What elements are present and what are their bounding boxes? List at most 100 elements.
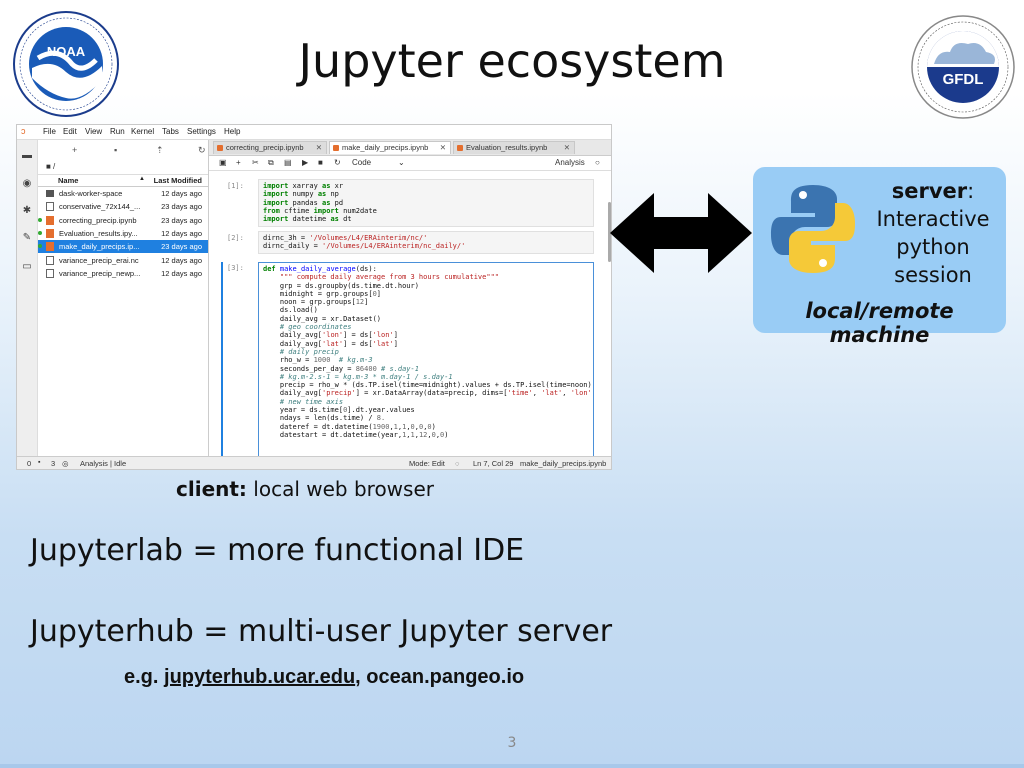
notebook-icon [457, 145, 463, 151]
slide-title: Jupyter ecosystem [298, 34, 726, 88]
menu-file[interactable]: File [43, 127, 56, 136]
noaa-logo: NOAA [13, 11, 119, 117]
menu-view[interactable]: View [85, 127, 103, 136]
bullet-jupyterlab: Jupyterlab = more functional IDE [30, 533, 525, 568]
menu-kernel[interactable]: Kernel [131, 127, 155, 136]
palette-icon[interactable]: ✱ [22, 205, 32, 216]
new-folder-icon[interactable]: ▪ [114, 145, 118, 155]
file-name: variance_precip_erai.nc [59, 255, 139, 265]
file-modified: 12 days ago [161, 268, 202, 278]
server-description: Interactive python session [876, 207, 990, 287]
gfdl-logo-text: GFDL [943, 71, 984, 88]
status-count-a: 0 [27, 459, 32, 468]
notebook-toolbar: ▣ + ✂ ⧉ ▤ ▶ ■ ↻ Code ⌄ Analysis ○ [209, 156, 611, 171]
menu-tabs[interactable]: Tabs [162, 127, 179, 136]
save-icon[interactable]: ▣ [219, 158, 227, 167]
cursor-position[interactable]: Ln 7, Col 29 [473, 459, 514, 468]
terminal-icon: ▪ [38, 459, 41, 466]
menu-bar: ↄ File Edit View Run Kernel Tabs Setting… [17, 125, 611, 140]
notebook-icon [333, 145, 339, 151]
kernel-name[interactable]: Analysis [555, 158, 585, 167]
file-row[interactable]: Evaluation_results.ipy... 12 days ago [38, 227, 208, 240]
breadcrumb[interactable]: ■ / [46, 162, 56, 171]
example-line: e.g. jupyterhub.ucar.edu, ocean.pangeo.i… [124, 666, 525, 688]
double-arrow-icon [610, 193, 752, 273]
menu-edit[interactable]: Edit [63, 127, 77, 136]
server-footer: local/remote machine [805, 299, 954, 347]
bottom-divider [0, 764, 1024, 768]
copy-icon[interactable]: ⧉ [268, 158, 274, 167]
close-icon[interactable]: ✕ [439, 143, 446, 152]
paste-icon[interactable]: ▤ [284, 158, 292, 167]
refresh-icon[interactable]: ↻ [198, 145, 206, 155]
code-cell-2[interactable]: dirnc_3h = '/Volumes/L4/ERAinterim/nc/' … [258, 231, 594, 254]
jupyterlab-window: ↄ File Edit View Run Kernel Tabs Setting… [16, 124, 612, 470]
close-icon[interactable]: ✕ [563, 143, 570, 152]
running-indicator [38, 244, 42, 249]
modified-column-header[interactable]: Last Modified [153, 176, 202, 185]
status-count-b: 3 [51, 459, 56, 468]
gfdl-logo: GFDL [911, 15, 1015, 119]
add-cell-icon[interactable]: + [236, 158, 241, 167]
file-row[interactable]: make_daily_precips.ip...23 days ago [38, 240, 208, 254]
status-bar: 0 ▪ 3 ◎ Analysis | Idle Mode: Edit ◌ Ln … [17, 456, 611, 469]
notebook-icon [217, 145, 223, 151]
menu-run[interactable]: Run [110, 127, 125, 136]
upload-icon[interactable]: ⇡ [156, 145, 164, 155]
notebook-editor: correcting_precip.ipynb ✕ make_daily_pre… [209, 140, 611, 458]
cell-type-select[interactable]: Code [352, 158, 372, 167]
left-sidebar: ▬ ◉ ✱ ✎ ▭ [17, 140, 38, 456]
file-modified: 12 days ago [161, 228, 202, 238]
status-filename: make_daily_precips.ipynb [520, 459, 607, 468]
kernel-status[interactable]: Analysis | Idle [80, 459, 127, 468]
running-indicator [38, 230, 42, 235]
menu-settings[interactable]: Settings [187, 127, 216, 136]
tab-evaluation-results[interactable]: Evaluation_results.ipynb ✕ [453, 141, 575, 154]
python-logo-icon [771, 185, 855, 273]
server-box: server: Interactive python session local… [753, 167, 1006, 347]
tab-make-daily-precips[interactable]: make_daily_precips.ipynb ✕ [329, 141, 451, 154]
chevron-down-icon[interactable]: ⌄ [398, 158, 405, 167]
cell-prompt: [3]: [227, 264, 244, 272]
file-name: Evaluation_results.ipy... [59, 228, 138, 238]
new-launcher-icon[interactable]: + [72, 145, 78, 155]
file-name: conservative_72x144_... [59, 202, 141, 212]
cell-prompt: [1]: [227, 182, 244, 190]
notebook-icon [46, 242, 54, 252]
shield-icon: ◌ [455, 459, 460, 468]
run-icon[interactable]: ▶ [302, 158, 309, 167]
active-cell-indicator [221, 262, 223, 456]
file-modified: 12 days ago [161, 255, 202, 265]
notebook-icon [46, 228, 54, 238]
wrench-icon[interactable]: ✎ [22, 232, 32, 243]
file-modified: 12 days ago [161, 189, 202, 198]
running-icon[interactable]: ◉ [22, 178, 32, 189]
sort-icon: ▲ [139, 176, 145, 182]
cut-icon[interactable]: ✂ [252, 158, 259, 167]
stop-icon[interactable]: ■ [318, 158, 323, 167]
folder-icon[interactable]: ▬ [22, 150, 32, 161]
restart-icon[interactable]: ↻ [334, 158, 341, 167]
file-row[interactable]: variance_precip_erai.nc 12 days ago [38, 254, 208, 267]
code-cell-1[interactable]: import xarray as xr import numpy as np i… [258, 179, 594, 227]
tabs-icon[interactable]: ▭ [22, 261, 32, 272]
file-row[interactable]: conservative_72x144_...23 days ago [38, 200, 208, 213]
scrollbar[interactable] [608, 202, 611, 262]
menu-help[interactable]: Help [224, 127, 241, 136]
code-cell-3[interactable]: def make_daily_average(ds): """ compute … [258, 262, 594, 458]
file-browser: + ▪ ⇡ ↻ ■ / Name ▲ Last Modified dask-wo… [38, 140, 209, 456]
page-number: 3 [507, 735, 517, 751]
running-indicator [38, 217, 42, 222]
tab-correcting-precip[interactable]: correcting_precip.ipynb ✕ [213, 141, 327, 154]
file-modified: 23 days ago [161, 242, 202, 252]
bullet-jupyterhub: Jupyterhub = multi-user Jupyter server [30, 614, 613, 649]
jupyterhub-ucar-link[interactable]: jupyterhub.ucar.edu [164, 666, 356, 688]
file-name: correcting_precip.ipynb [59, 215, 137, 225]
file-row[interactable]: variance_precip_newp...12 days ago [38, 267, 208, 280]
cell-prompt: [2]: [227, 234, 244, 242]
close-icon[interactable]: ✕ [315, 143, 322, 152]
tab-bar: correcting_precip.ipynb ✕ make_daily_pre… [209, 140, 611, 156]
name-column-header[interactable]: Name [58, 176, 79, 185]
